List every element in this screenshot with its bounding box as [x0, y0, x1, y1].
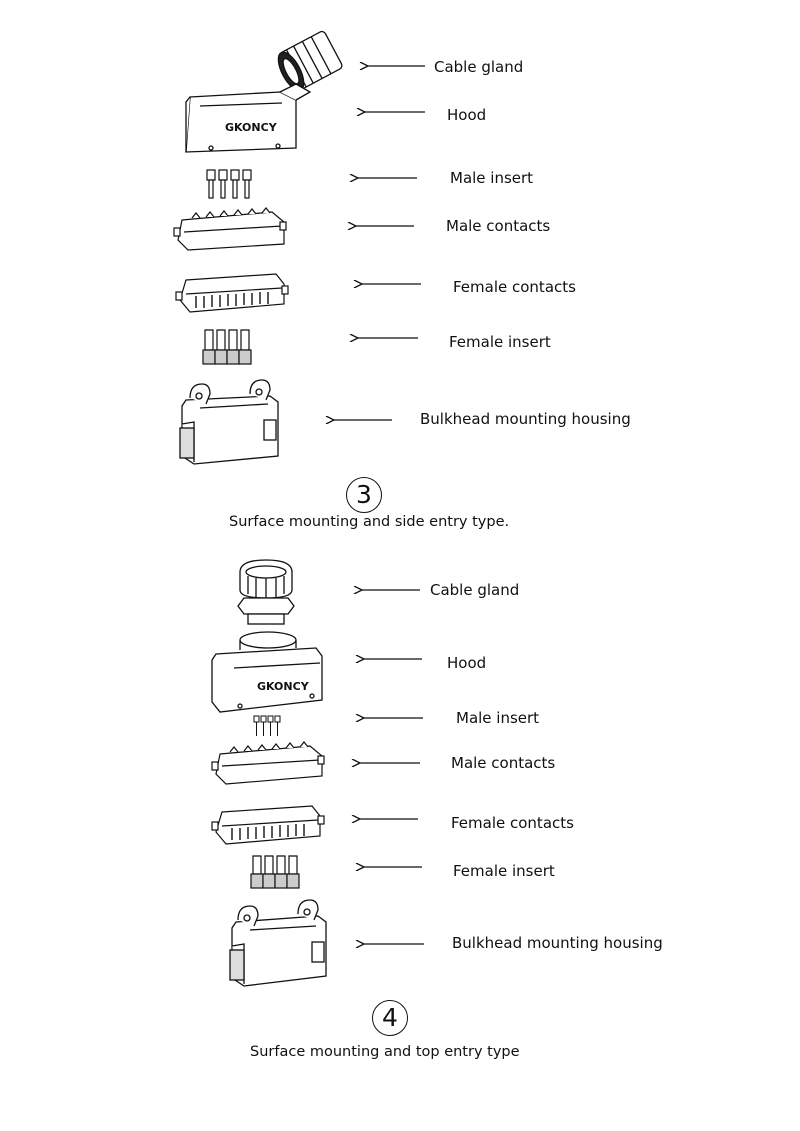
- s4-section-number: 4: [372, 1000, 408, 1036]
- s4-caption: Surface mounting and top entry type: [250, 1044, 520, 1060]
- s3-male-insert-illustration: [206, 169, 252, 199]
- s3-section-number: 3: [346, 477, 382, 513]
- s3-housing-illustration: [179, 379, 279, 465]
- s3-label-male-contacts: Male contacts: [446, 217, 551, 235]
- s3-female-insert-illustration: [202, 329, 252, 365]
- s4-male-insert-illustration: [253, 715, 281, 736]
- s4-label-housing: Bulkhead mounting housing: [452, 934, 663, 952]
- s3-cable-gland-illustration: [277, 30, 343, 91]
- s3-hood-illustration: GKONCY: [185, 83, 312, 153]
- s4-label-female-contacts: Female contacts: [451, 814, 574, 832]
- s4-label-cable-gland: Cable gland: [430, 581, 520, 599]
- s4-label-male-contacts: Male contacts: [451, 754, 556, 772]
- s4-housing-illustration: [229, 899, 327, 987]
- s3-label-male-insert: Male insert: [450, 169, 534, 187]
- s3-label-female-contacts: Female contacts: [453, 278, 576, 296]
- s4-female-contacts-illustration: [211, 805, 325, 845]
- s4-male-contacts-illustration: [211, 741, 325, 785]
- s3-male-contacts-illustration: [173, 207, 287, 251]
- s3-label-female-insert: Female insert: [449, 333, 551, 351]
- s3-label-housing: Bulkhead mounting housing: [420, 410, 631, 428]
- s3-label-hood: Hood: [447, 106, 487, 124]
- s4-female-insert-illustration: [250, 855, 300, 889]
- s3-hood-brand: GKONCY: [225, 121, 278, 134]
- s4-label-male-insert: Male insert: [456, 709, 540, 727]
- s4-label-hood: Hood: [447, 654, 487, 672]
- s3-female-contacts-illustration: [175, 273, 289, 313]
- s4-hood-illustration: GKONCY: [211, 631, 323, 713]
- s3-caption: Surface mounting and side entry type.: [229, 514, 510, 530]
- s4-arrows: [360, 590, 424, 944]
- s4-hood-brand: GKONCY: [257, 680, 310, 693]
- s4-cable-gland-illustration: [237, 559, 295, 625]
- s4-label-female-insert: Female insert: [453, 862, 555, 880]
- s3-label-cable-gland: Cable gland: [434, 58, 524, 76]
- s3-arrows: [334, 66, 425, 420]
